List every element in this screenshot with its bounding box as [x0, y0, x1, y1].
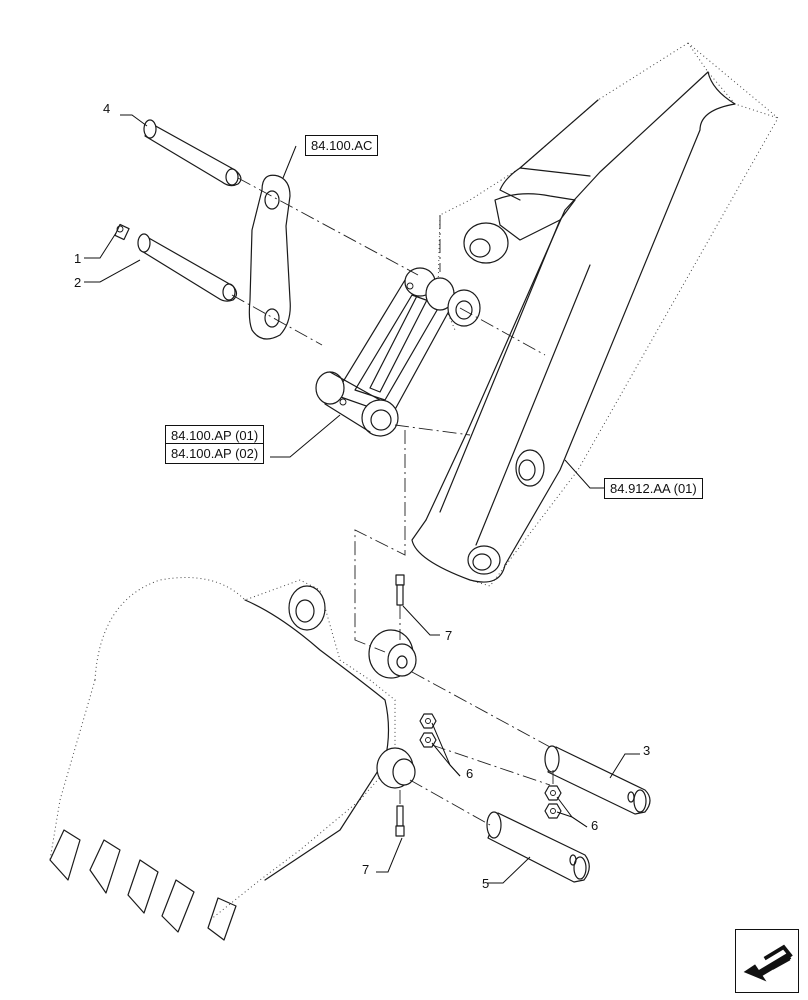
callout-7-lower: 7: [362, 862, 369, 877]
callout-5: 5: [482, 876, 489, 891]
nuts-6-right-drawing: [544, 785, 562, 819]
ref-rod-84-100-ap-02[interactable]: 84.100.AP (02): [165, 443, 265, 464]
connecting-rod-drawing: [315, 267, 481, 437]
bolt-7-upper-drawing: [395, 574, 405, 606]
assembly-centerlines: [231, 177, 554, 826]
next-page-arrow-icon: [743, 944, 793, 982]
callout-6-left: 6: [466, 766, 473, 781]
callout-4: 4: [103, 101, 110, 116]
callout-6-right: 6: [591, 818, 598, 833]
pin-5-drawing: [486, 811, 590, 883]
nuts-6-left-drawing: [419, 713, 437, 748]
next-page-button[interactable]: [735, 929, 799, 993]
pin-3-drawing: [544, 745, 651, 815]
ref-arm-84-912-aa-01[interactable]: 84.912.AA (01): [604, 478, 703, 499]
arm-drawing: [411, 42, 779, 587]
grease-fitting-1-drawing: [114, 223, 130, 241]
side-link-drawing: [248, 174, 291, 340]
bolt-7-lower-drawing: [395, 805, 405, 837]
bucket-drawing: [49, 577, 417, 941]
callout-3: 3: [643, 743, 650, 758]
callout-7-upper: 7: [445, 628, 452, 643]
callout-1: 1: [74, 251, 81, 266]
callout-2: 2: [74, 275, 81, 290]
leader-lines: [84, 114, 640, 884]
ref-link-84-100-ac[interactable]: 84.100.AC: [305, 135, 379, 156]
pin-2-drawing: [137, 233, 238, 302]
pin-4-drawing: [143, 119, 242, 187]
